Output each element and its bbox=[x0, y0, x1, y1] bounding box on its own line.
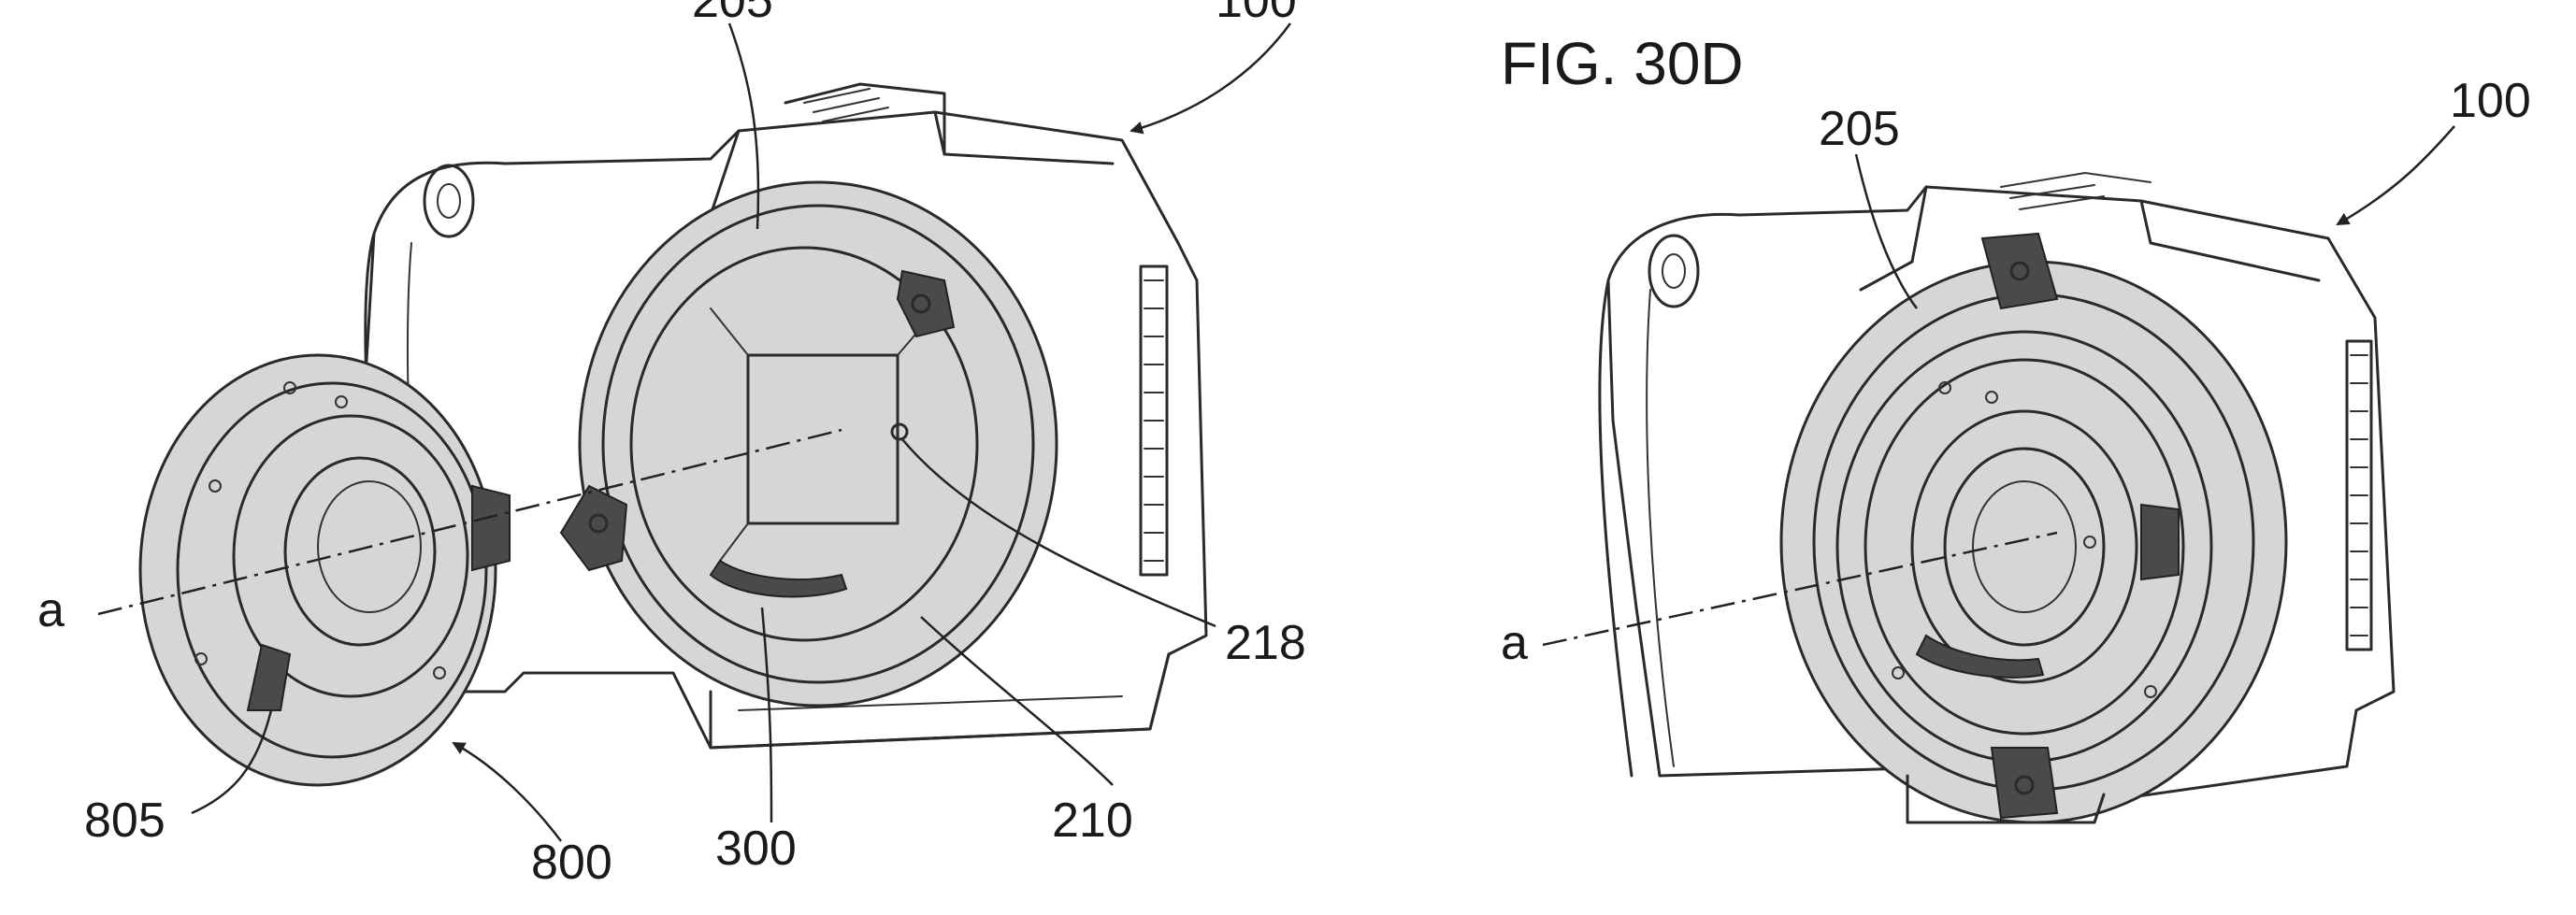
axis-label-left: a bbox=[37, 583, 65, 637]
leader-805 bbox=[191, 709, 273, 815]
ref-218: 218 bbox=[1225, 616, 1306, 670]
leader-205-right bbox=[1854, 153, 1919, 309]
ref-805: 805 bbox=[84, 793, 165, 848]
ref-100-right: 100 bbox=[2450, 74, 2531, 128]
ref-800: 800 bbox=[531, 836, 612, 890]
leader-300 bbox=[760, 607, 773, 823]
ref-210: 210 bbox=[1052, 793, 1133, 848]
leader-218 bbox=[901, 438, 1216, 628]
leader-205-left bbox=[727, 22, 760, 230]
ref-300: 300 bbox=[715, 822, 797, 876]
leader-100-right bbox=[2336, 125, 2455, 226]
ref-205-left: 205 bbox=[692, 0, 773, 28]
ref-205-right: 205 bbox=[1819, 102, 1900, 156]
leader-100-left bbox=[1130, 22, 1292, 135]
leader-800 bbox=[452, 741, 562, 842]
right-camera-drawing bbox=[1598, 171, 2396, 824]
ref-100-left: 100 bbox=[1216, 0, 1297, 28]
axis-label-right: a bbox=[1501, 616, 1528, 670]
leader-210 bbox=[920, 616, 1114, 786]
figure-title: FIG. 30D bbox=[1501, 30, 1744, 97]
optical-axis-right bbox=[1542, 531, 2058, 647]
left-camera-drawing bbox=[138, 82, 1208, 787]
